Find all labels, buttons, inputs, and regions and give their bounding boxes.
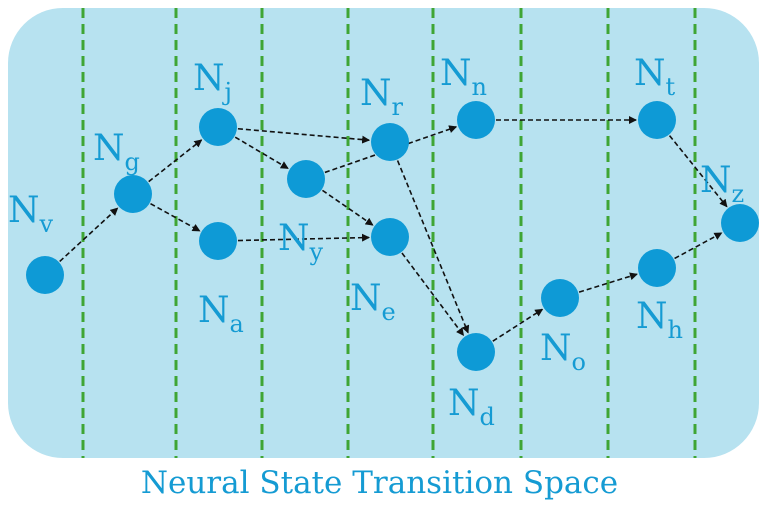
node-label-a: Na — [198, 290, 244, 338]
node-label-base: N — [350, 278, 382, 319]
node-label-subscript: a — [230, 310, 244, 338]
node-label-v: Nv — [8, 190, 54, 238]
node-d — [457, 333, 495, 371]
edge-y-to-e — [322, 189, 374, 226]
edge-e-to-d — [401, 252, 465, 336]
edge-t-to-z — [668, 135, 728, 208]
node-label-base: N — [93, 128, 125, 169]
node-label-subscript: o — [572, 348, 586, 376]
node-label-base: N — [8, 190, 40, 231]
node-label-base: N — [278, 218, 310, 259]
node-label-subscript: d — [480, 403, 495, 431]
node-label-o: No — [540, 328, 586, 376]
node-label-e: Ne — [350, 278, 396, 326]
node-r — [371, 123, 409, 161]
node-z — [721, 204, 759, 242]
node-label-base: N — [540, 328, 572, 369]
diagram-caption: Neural State Transition Space — [140, 465, 619, 501]
edge-a-to-e — [237, 233, 371, 242]
node-g — [114, 175, 152, 213]
column-dividers — [81, 8, 697, 458]
node-label-subscript: v — [39, 210, 54, 238]
node-o — [541, 279, 579, 317]
node-label-subscript: j — [222, 78, 232, 106]
edge-g-to-a — [150, 202, 201, 232]
node-label-t: Nt — [634, 53, 676, 101]
edge-v-to-g — [59, 207, 119, 263]
node-n — [457, 101, 495, 139]
node-v — [26, 256, 64, 294]
node-label-subscript: y — [309, 238, 324, 266]
node-label-base: N — [193, 58, 225, 99]
node-a — [199, 222, 237, 260]
node-label-subscript: n — [472, 73, 487, 101]
node-label-subscript: g — [125, 148, 140, 176]
node-label-g: Ng — [93, 128, 140, 176]
edge-o-to-h — [578, 272, 638, 293]
edge-g-to-j — [148, 139, 203, 183]
node-label-d: Nd — [448, 383, 495, 431]
node-label-base: N — [198, 290, 230, 331]
node-label-base: N — [636, 296, 668, 337]
node-label-r: Nr — [360, 73, 404, 121]
edge-d-to-o — [492, 308, 544, 342]
node-h — [638, 249, 676, 287]
node-label-h: Nh — [636, 296, 683, 344]
edge-j-to-y — [234, 136, 289, 170]
node-j — [199, 108, 237, 146]
node-label-base: N — [440, 53, 472, 94]
node-y — [287, 160, 325, 198]
edge-j-to-r — [237, 127, 371, 144]
node-label-z: Nz — [700, 160, 744, 208]
node-label-base: N — [360, 73, 392, 114]
transition-edges — [59, 116, 728, 342]
node-label-n: Nn — [440, 53, 487, 101]
node-label-base: N — [700, 160, 732, 201]
node-label-j: Nj — [193, 58, 232, 106]
node-label-y: Ny — [278, 218, 324, 266]
edge-h-to-z — [674, 232, 723, 260]
node-label-base: N — [634, 53, 666, 94]
node-label-subscript: h — [668, 316, 683, 344]
node-e — [371, 218, 409, 256]
node-label-subscript: t — [666, 73, 676, 101]
node-label-subscript: e — [382, 298, 396, 326]
edge-y-to-n — [324, 125, 458, 174]
node-label-subscript: r — [392, 93, 404, 121]
node-label-subscript: z — [732, 180, 745, 208]
node-t — [638, 101, 676, 139]
edge-r-to-d — [396, 160, 470, 334]
node-label-base: N — [448, 383, 480, 424]
